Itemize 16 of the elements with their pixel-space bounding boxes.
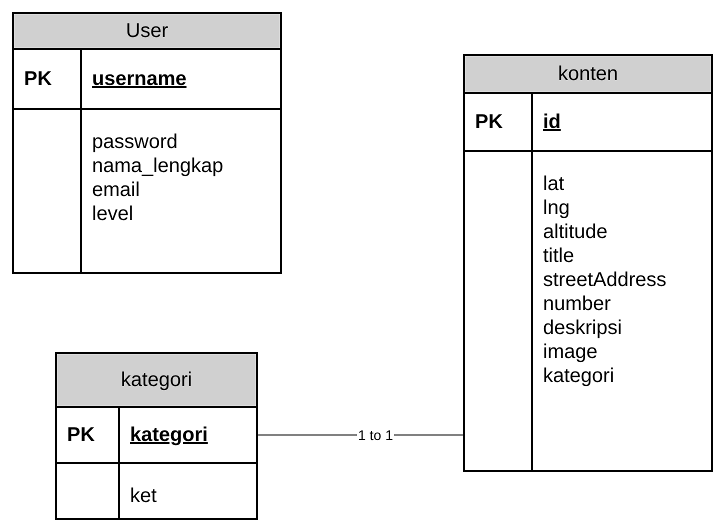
table-title: kategori <box>120 368 192 392</box>
entity-table <box>55 352 258 520</box>
key-field: username <box>92 68 186 90</box>
primary-key-marker: PK <box>24 68 52 90</box>
attribute-list: lat lng altitude title streetAddress number deskripsi image kategori <box>543 172 666 388</box>
table-title: konten <box>558 62 618 86</box>
entity-table <box>12 12 282 274</box>
edge-label: 1 to 1 <box>356 427 394 443</box>
primary-key-marker: PK <box>67 424 95 446</box>
attribute-list: password nama_lengkap email level <box>92 130 224 226</box>
attribute-list: ket <box>130 484 157 508</box>
entity-table <box>463 54 713 472</box>
primary-key-marker: PK <box>475 111 503 133</box>
key-field: id <box>543 111 561 133</box>
key-field: kategori <box>130 424 208 446</box>
table-title: User <box>126 20 168 42</box>
